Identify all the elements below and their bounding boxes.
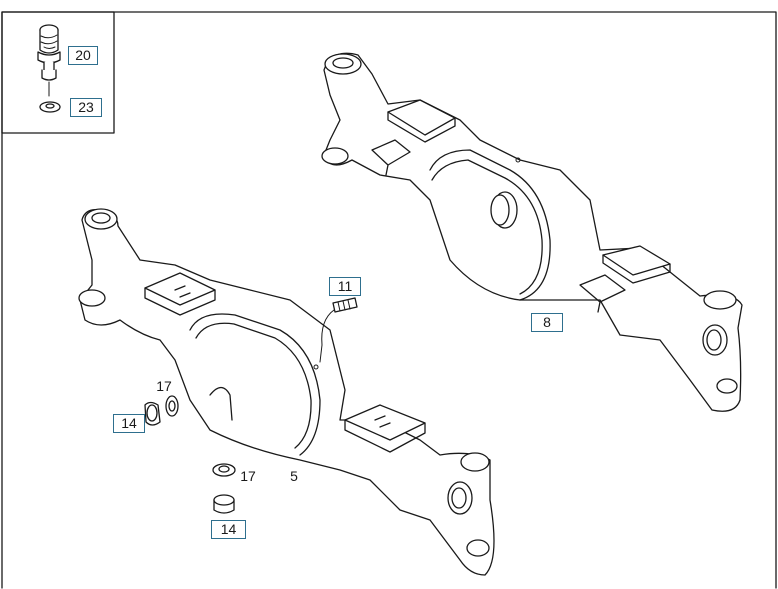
axle-housing-8 (321, 52, 743, 412)
vent-part-11 (319, 297, 358, 363)
inset-box (1, 11, 115, 134)
callout-5[interactable]: 5 (290, 468, 298, 484)
seal-ring-part-17-bottom (212, 463, 236, 477)
plug-part-14-bottom (213, 494, 235, 514)
callout-14-left[interactable]: 14 (113, 414, 145, 433)
washer-part-23 (39, 101, 61, 113)
callout-8[interactable]: 8 (531, 313, 563, 332)
callout-11[interactable]: 11 (329, 277, 361, 296)
callout-17-left[interactable]: 17 (156, 378, 172, 394)
sensor-part-20 (37, 24, 61, 97)
callout-17-bottom[interactable]: 17 (240, 468, 256, 484)
callout-23[interactable]: 23 (70, 98, 102, 117)
seal-ring-part-17-left (165, 395, 179, 417)
plug-part-14-left (144, 401, 161, 426)
axle-housing-5 (78, 208, 495, 576)
callout-20[interactable]: 20 (68, 46, 98, 65)
callout-14-bottom[interactable]: 14 (211, 520, 246, 539)
